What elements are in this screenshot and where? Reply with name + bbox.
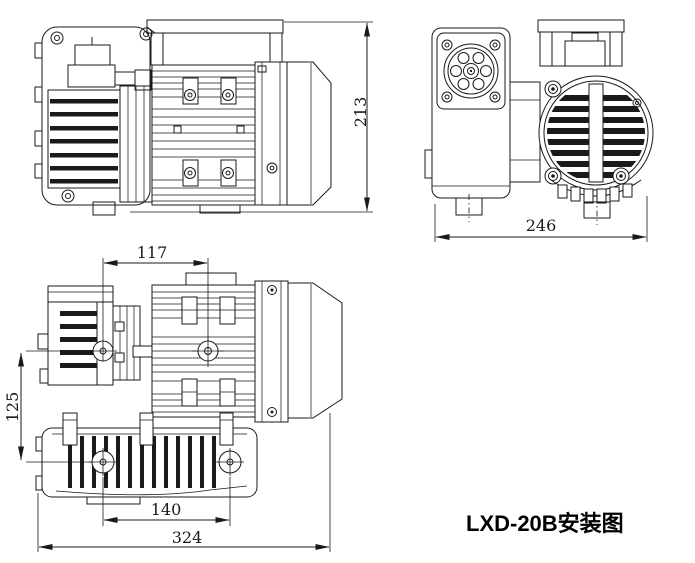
- clamp-screw: [223, 90, 234, 101]
- dim-label-246: 246: [526, 216, 557, 235]
- foot-bolt: [216, 448, 244, 476]
- side-motor-flange: [255, 62, 287, 205]
- cover-bolt: [613, 168, 629, 184]
- dimension-overall-length: 324: [38, 413, 330, 552]
- cover-castellations: [551, 180, 641, 203]
- plan-junction: [113, 306, 152, 380]
- cover-bolt: [545, 81, 561, 97]
- clamp-screw: [223, 168, 234, 179]
- side-pump-plate: [35, 27, 152, 205]
- plan-motor-flange: [255, 281, 288, 422]
- panel-screw: [442, 40, 452, 50]
- flange-screw: [268, 286, 277, 295]
- plate-screw: [62, 190, 74, 202]
- drawing-title: LXD-20B安装图: [466, 511, 624, 536]
- side-lifting-handle: [147, 20, 283, 65]
- side-view: [35, 20, 331, 215]
- end-body: [510, 82, 540, 182]
- dimension-height: 213: [130, 22, 373, 212]
- dim-label-140: 140: [151, 500, 182, 519]
- plan-motor: [152, 273, 255, 417]
- plate-screw: [51, 32, 63, 44]
- plate-screw: [140, 28, 152, 40]
- dimension-width: 246: [435, 196, 647, 242]
- dim-label-324: 324: [172, 528, 203, 547]
- end-fan-cover: [539, 76, 653, 225]
- cover-bolt: [545, 168, 561, 184]
- dimension-foot-bolt-span: 140: [103, 477, 230, 526]
- dim-label-117: 117: [137, 243, 168, 262]
- side-end-bell: [287, 62, 331, 205]
- inlet-flange: [444, 44, 498, 98]
- dimension-port-offset: 117: [103, 243, 208, 341]
- side-cooling-fins: [48, 86, 152, 202]
- dim-label-125: 125: [3, 392, 22, 423]
- end-view: [425, 20, 653, 225]
- panel-screw: [490, 40, 500, 50]
- plan-oil-box: [36, 413, 257, 504]
- dimension-lateral-offset: 125: [3, 351, 93, 462]
- clamp-screw: [185, 168, 196, 179]
- foot-bolt: [89, 448, 117, 476]
- dim-label-213: 213: [351, 97, 370, 128]
- motor-center-hole: [192, 335, 224, 367]
- end-panel: [425, 28, 510, 222]
- side-motor: [152, 65, 255, 205]
- cover-hole: [633, 99, 641, 107]
- plan-view: [36, 273, 342, 504]
- panel-screw: [442, 92, 452, 102]
- side-feet: [93, 202, 240, 215]
- plan-end-bell: [288, 283, 342, 418]
- flange-screw: [268, 408, 277, 417]
- panel-screw: [490, 92, 500, 102]
- clamp-screw: [185, 90, 196, 101]
- end-bracket: [538, 20, 624, 66]
- side-muffler: [68, 37, 151, 90]
- plan-pump-head: [38, 286, 117, 385]
- flange-screw: [267, 163, 277, 173]
